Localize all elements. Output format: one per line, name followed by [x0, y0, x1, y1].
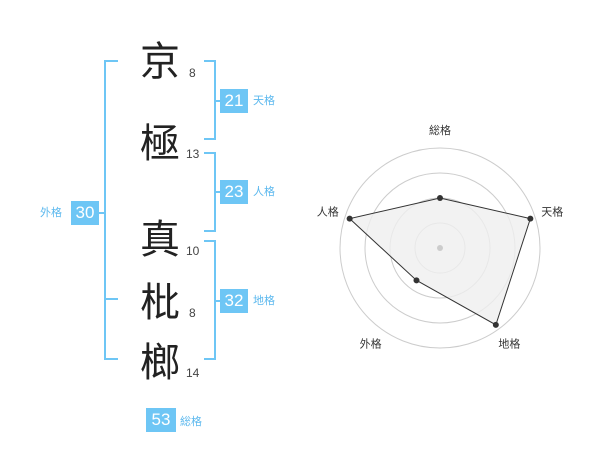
radar-axis-label-2: 地格: [498, 336, 520, 350]
radar-axis-label-0: 総格: [429, 123, 451, 137]
radar-point-4: [346, 215, 353, 222]
soukaku-value: 53: [146, 408, 176, 432]
gaikaku-label: 外格: [40, 206, 62, 219]
radar-point-2: [492, 321, 499, 328]
chikaku-value: 32: [220, 289, 248, 313]
stroke-count-5: 14: [186, 366, 200, 380]
name-char-2: 極: [140, 121, 180, 167]
radar-axis-label-1: 天格: [541, 205, 563, 219]
stroke-count-1: 8: [189, 66, 196, 80]
radar-point-0: [437, 195, 443, 201]
radar-axis-label-4: 人格: [317, 205, 339, 219]
tenkaku-value: 21: [220, 89, 248, 113]
radar-point-3: [413, 277, 420, 284]
name-char-1: 京: [140, 39, 180, 85]
radar-ring-4: [339, 147, 541, 349]
stroke-count-3: 10: [186, 244, 200, 258]
radar-point-1: [527, 215, 534, 222]
radar-center-dot: [437, 245, 443, 251]
gaikaku-value: 30: [71, 201, 99, 225]
radar-area: [348, 197, 531, 326]
stroke-count-4: 8: [189, 306, 196, 320]
radar-axis-label-3: 外格: [360, 336, 382, 350]
stroke-count-2: 13: [186, 147, 200, 161]
name-char-5: 榔: [140, 340, 180, 386]
soukaku-label: 総格: [180, 415, 202, 428]
chikaku-label: 地格: [253, 294, 275, 307]
jinkaku-label: 人格: [253, 185, 275, 198]
name-char-3: 真: [140, 217, 180, 263]
name-char-4: 枇: [140, 280, 180, 326]
tenkaku-label: 天格: [253, 94, 275, 107]
jinkaku-value: 23: [220, 180, 248, 204]
